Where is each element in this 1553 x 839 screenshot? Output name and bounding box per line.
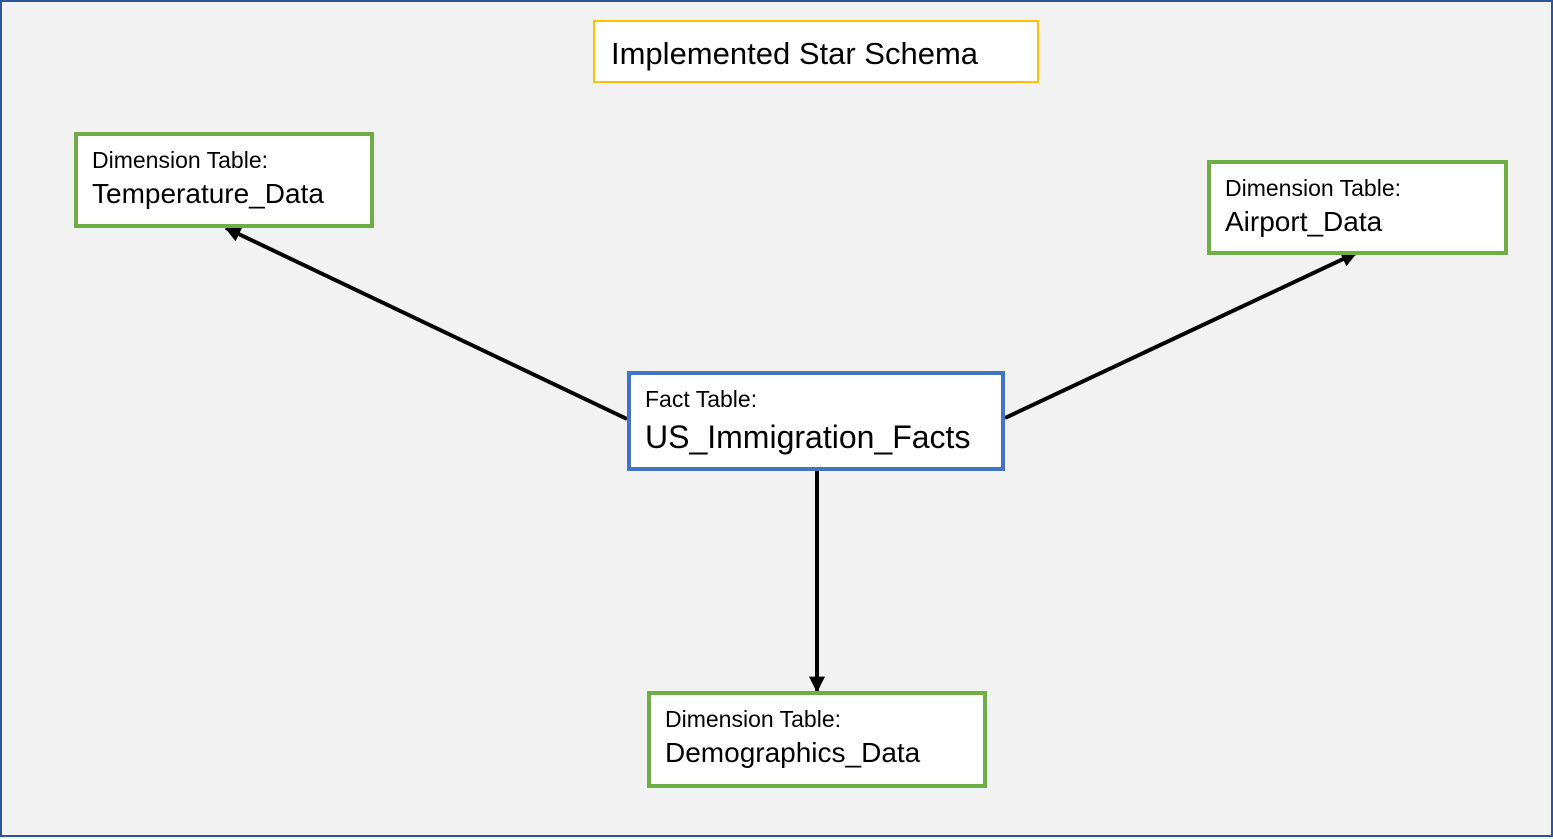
diagram-title: Implemented Star Schema [593, 20, 1039, 83]
table-name: US_Immigration_Facts [645, 419, 971, 455]
dimension-table-temperature: Dimension Table: Temperature_Data [74, 132, 374, 228]
table-kind-label: Fact Table: [645, 386, 758, 412]
table-kind-label: Dimension Table: [1225, 175, 1402, 201]
dimension-table-demographics: Dimension Table: Demographics_Data [647, 691, 987, 788]
connector-fact-to-temperature [224, 226, 628, 421]
table-name: Demographics_Data [665, 737, 921, 768]
table-kind-label: Dimension Table: [92, 147, 269, 173]
table-name: Airport_Data [1225, 206, 1383, 237]
connector-fact-to-airport [1004, 251, 1358, 420]
dimension-table-airport: Dimension Table: Airport_Data [1207, 160, 1508, 255]
table-kind-label: Dimension Table: [665, 706, 842, 732]
fact-table-immigration: Fact Table: US_Immigration_Facts [627, 371, 1005, 471]
table-name: Temperature_Data [92, 178, 324, 209]
